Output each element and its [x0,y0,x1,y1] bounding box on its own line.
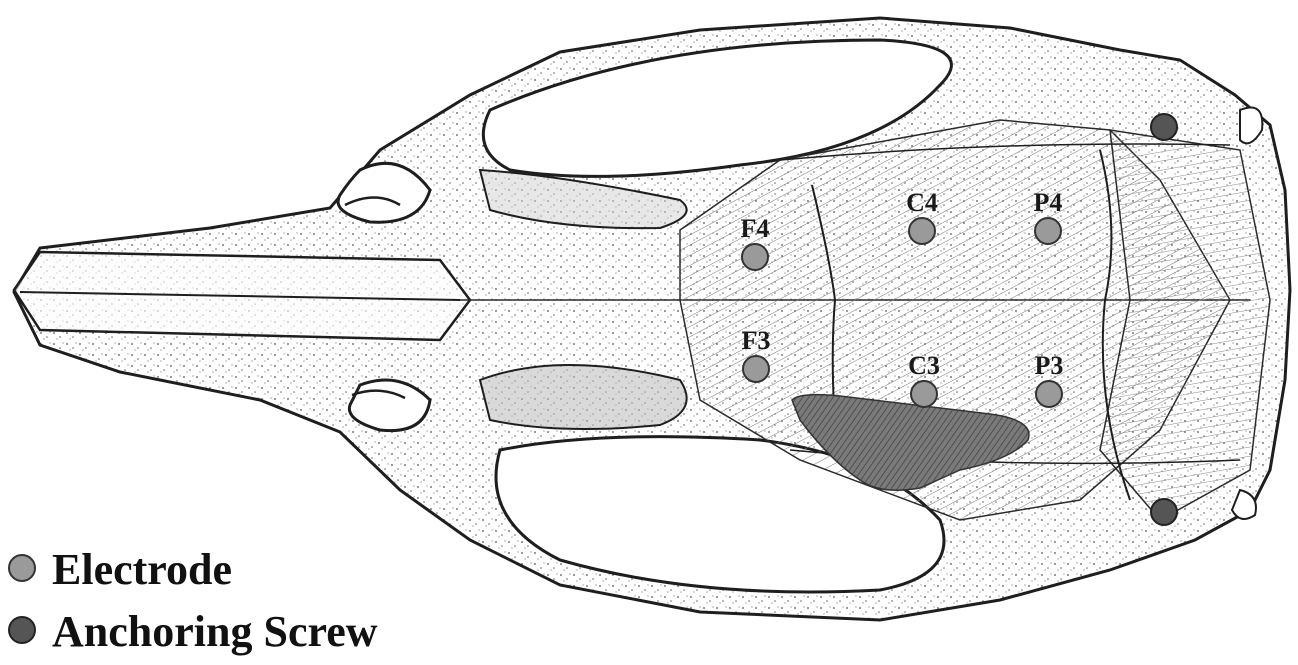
electrode-label: P3 [1035,351,1064,380]
electrode-label: C4 [906,188,938,217]
electrode-marker [742,244,768,270]
electrode-marker [1035,218,1061,244]
electrode-label: P4 [1034,188,1063,217]
electrode-p3: P3 [1035,351,1064,407]
anchoring-screw-marker [1151,114,1177,140]
electrode-marker [909,218,935,244]
legend: Electrode Anchoring Screw [9,545,378,656]
electrode-marker [911,381,937,407]
electrode-p4: P4 [1034,188,1063,244]
electrode-label: F4 [741,214,770,243]
electrode-f4: F4 [741,214,770,270]
legend-electrode-marker [9,555,35,581]
electrode-f3: F3 [742,326,771,382]
legend-electrode-label: Electrode [52,545,232,594]
legend-screw-label: Anchoring Screw [52,607,378,656]
electrode-label: F3 [742,326,771,355]
electrode-marker [1036,381,1062,407]
electrode-label: C3 [908,351,940,380]
legend-screw-marker [9,617,35,643]
electrode-c3: C3 [908,351,940,407]
electrode-marker [743,356,769,382]
electrode-c4: C4 [906,188,938,244]
lower-zygomatic-process [480,365,687,429]
anchoring-screw-marker [1151,499,1177,525]
